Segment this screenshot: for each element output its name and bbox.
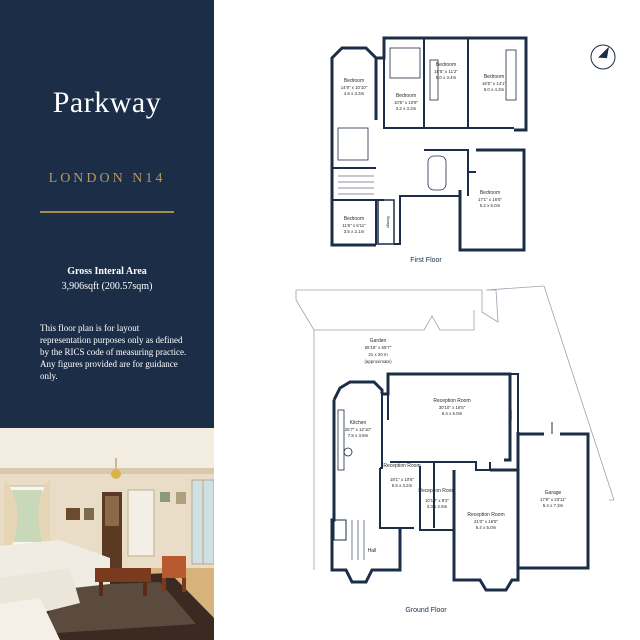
floor-plans: Bedroom 14'9" x 10'10" 4.5 x 3.3m Bedroo… xyxy=(214,0,640,640)
svg-text:4.5 x 3.3m: 4.5 x 3.3m xyxy=(344,91,365,96)
svg-text:Storage: Storage xyxy=(386,216,390,229)
gf-hall: Hall xyxy=(368,548,377,554)
interior-photo xyxy=(0,428,214,640)
svg-text:Garden: Garden xyxy=(370,338,387,344)
svg-text:Bedroom: Bedroom xyxy=(484,74,504,80)
garden-outline xyxy=(295,285,615,570)
svg-text:21'0" x 16'5": 21'0" x 16'5" xyxy=(474,519,499,524)
area-label: Gross Interal Area xyxy=(67,266,147,277)
property-title: Parkway xyxy=(52,86,162,119)
svg-text:Hall: Hall xyxy=(368,548,377,554)
ground-floor-plan xyxy=(330,372,590,592)
svg-text:17'1" x 16'5": 17'1" x 16'5" xyxy=(478,197,503,202)
gf-reception-4: Reception Room 21'0" x 16'5" 6.4 x 5.0m xyxy=(467,512,504,530)
ff-room-4: Bedroom 16'5" x 14'1" 5.0 x 4.3m xyxy=(482,74,507,92)
svg-text:14'9" x 10'10": 14'9" x 10'10" xyxy=(341,85,368,90)
svg-text:Room: Room xyxy=(508,409,513,420)
svg-text:Bedroom: Bedroom xyxy=(344,216,364,222)
svg-text:Reception Room: Reception Room xyxy=(467,512,504,518)
svg-text:18'1" x 10'6": 18'1" x 10'6" xyxy=(390,477,415,482)
svg-text:5.2 x 5.0m: 5.2 x 5.0m xyxy=(480,203,501,208)
svg-text:Garage: Garage xyxy=(545,490,562,496)
ff-room-3: Bedroom 16'5" x 11'2" 5.0 x 3.4m xyxy=(434,62,458,80)
gf-garage: Garage 17'9" x 23'11" 5.4 x 7.3m xyxy=(540,490,567,508)
gf-room-side: Room xyxy=(508,409,513,420)
first-floor-label: First Floor xyxy=(410,257,442,264)
svg-text:Bedroom: Bedroom xyxy=(396,93,416,99)
gf-kitchen: Kitchen 25'7" x 12'10" 7.8 x 3.9m xyxy=(345,420,372,438)
disclaimer-text: This floor plan is for layout representa… xyxy=(40,323,187,381)
ff-room-5: Bedroom 17'1" x 16'5" 5.2 x 5.0m xyxy=(478,190,503,208)
svg-text:16'5" x 11'2": 16'5" x 11'2" xyxy=(434,69,458,74)
svg-text:6.4 x 5.0m: 6.4 x 5.0m xyxy=(476,525,497,530)
first-floor-plan xyxy=(330,36,528,252)
gold-divider xyxy=(40,211,174,213)
info-panel: Parkway LONDON N14 Gross Interal Area 3,… xyxy=(0,0,214,428)
svg-text:5.4 x 7.3m: 5.4 x 7.3m xyxy=(543,503,564,508)
svg-text:10'5" x 10'8": 10'5" x 10'8" xyxy=(394,100,419,105)
svg-text:Reception Room: Reception Room xyxy=(383,463,420,469)
ff-storage: Storage xyxy=(386,216,390,229)
svg-text:10'10" x 8'2": 10'10" x 8'2" xyxy=(425,498,450,503)
living-room-illustration xyxy=(0,428,214,640)
svg-text:7.8 x 3.9m: 7.8 x 3.9m xyxy=(348,433,369,438)
svg-text:Reception Room: Reception Room xyxy=(433,398,470,404)
compass-north-icon xyxy=(590,44,616,70)
svg-text:5.0 x 4.3m: 5.0 x 4.3m xyxy=(484,87,505,92)
svg-text:5.0 x 3.4m: 5.0 x 3.4m xyxy=(436,75,457,80)
svg-text:21 x 20 m: 21 x 20 m xyxy=(368,352,388,357)
svg-text:3.3 x 2.5m: 3.3 x 2.5m xyxy=(427,504,448,509)
svg-text:9.4 x 5.0m: 9.4 x 5.0m xyxy=(442,411,463,416)
svg-text:(approximate): (approximate) xyxy=(364,359,392,364)
svg-text:Bedroom: Bedroom xyxy=(480,190,500,196)
svg-text:16'5" x 14'1": 16'5" x 14'1" xyxy=(482,81,507,86)
ff-room-6: Bedroom 11'6" x 6'11" 3.5 x 2.1m xyxy=(342,216,366,234)
gf-reception-3: Reception Room 10'10" x 8'2" 3.3 x 2.5m xyxy=(418,488,455,509)
property-location: LONDON N14 xyxy=(48,171,166,186)
garden-label: Garden 65'18" x 65'7" 21 x 20 m (approxi… xyxy=(364,338,392,364)
svg-text:11'6" x 6'11": 11'6" x 6'11" xyxy=(342,223,366,228)
svg-text:3.5 x 2.1m: 3.5 x 2.1m xyxy=(344,229,365,234)
svg-text:3.2 x 3.2m: 3.2 x 3.2m xyxy=(396,106,417,111)
svg-text:5.5 x 3.2m: 5.5 x 3.2m xyxy=(392,483,413,488)
svg-text:Reception Room: Reception Room xyxy=(418,488,455,494)
svg-text:65'18" x 65'7": 65'18" x 65'7" xyxy=(365,345,392,350)
ground-floor-label: Ground Floor xyxy=(405,607,447,614)
svg-text:Bedroom: Bedroom xyxy=(344,78,364,84)
svg-text:25'7" x 12'10": 25'7" x 12'10" xyxy=(345,427,372,432)
floor-plan-drawing: Bedroom 14'9" x 10'10" 4.5 x 3.3m Bedroo… xyxy=(295,36,616,614)
svg-text:30'10" x 16'5": 30'10" x 16'5" xyxy=(439,405,466,410)
svg-text:Bedroom: Bedroom xyxy=(436,62,456,68)
ff-room-1: Bedroom 14'9" x 10'10" 4.5 x 3.3m xyxy=(341,78,368,96)
ff-room-2: Bedroom 10'5" x 10'8" 3.2 x 3.2m xyxy=(394,93,419,111)
area-value: 3,906sqft (200.57sqm) xyxy=(61,281,153,292)
gf-reception-1: Reception Room 30'10" x 16'5" 9.4 x 5.0m xyxy=(433,398,470,416)
gf-reception-2: Reception Room 18'1" x 10'6" 5.5 x 3.2m xyxy=(383,463,420,488)
svg-text:Kitchen: Kitchen xyxy=(350,420,367,426)
svg-text:17'9" x 23'11": 17'9" x 23'11" xyxy=(540,497,567,502)
